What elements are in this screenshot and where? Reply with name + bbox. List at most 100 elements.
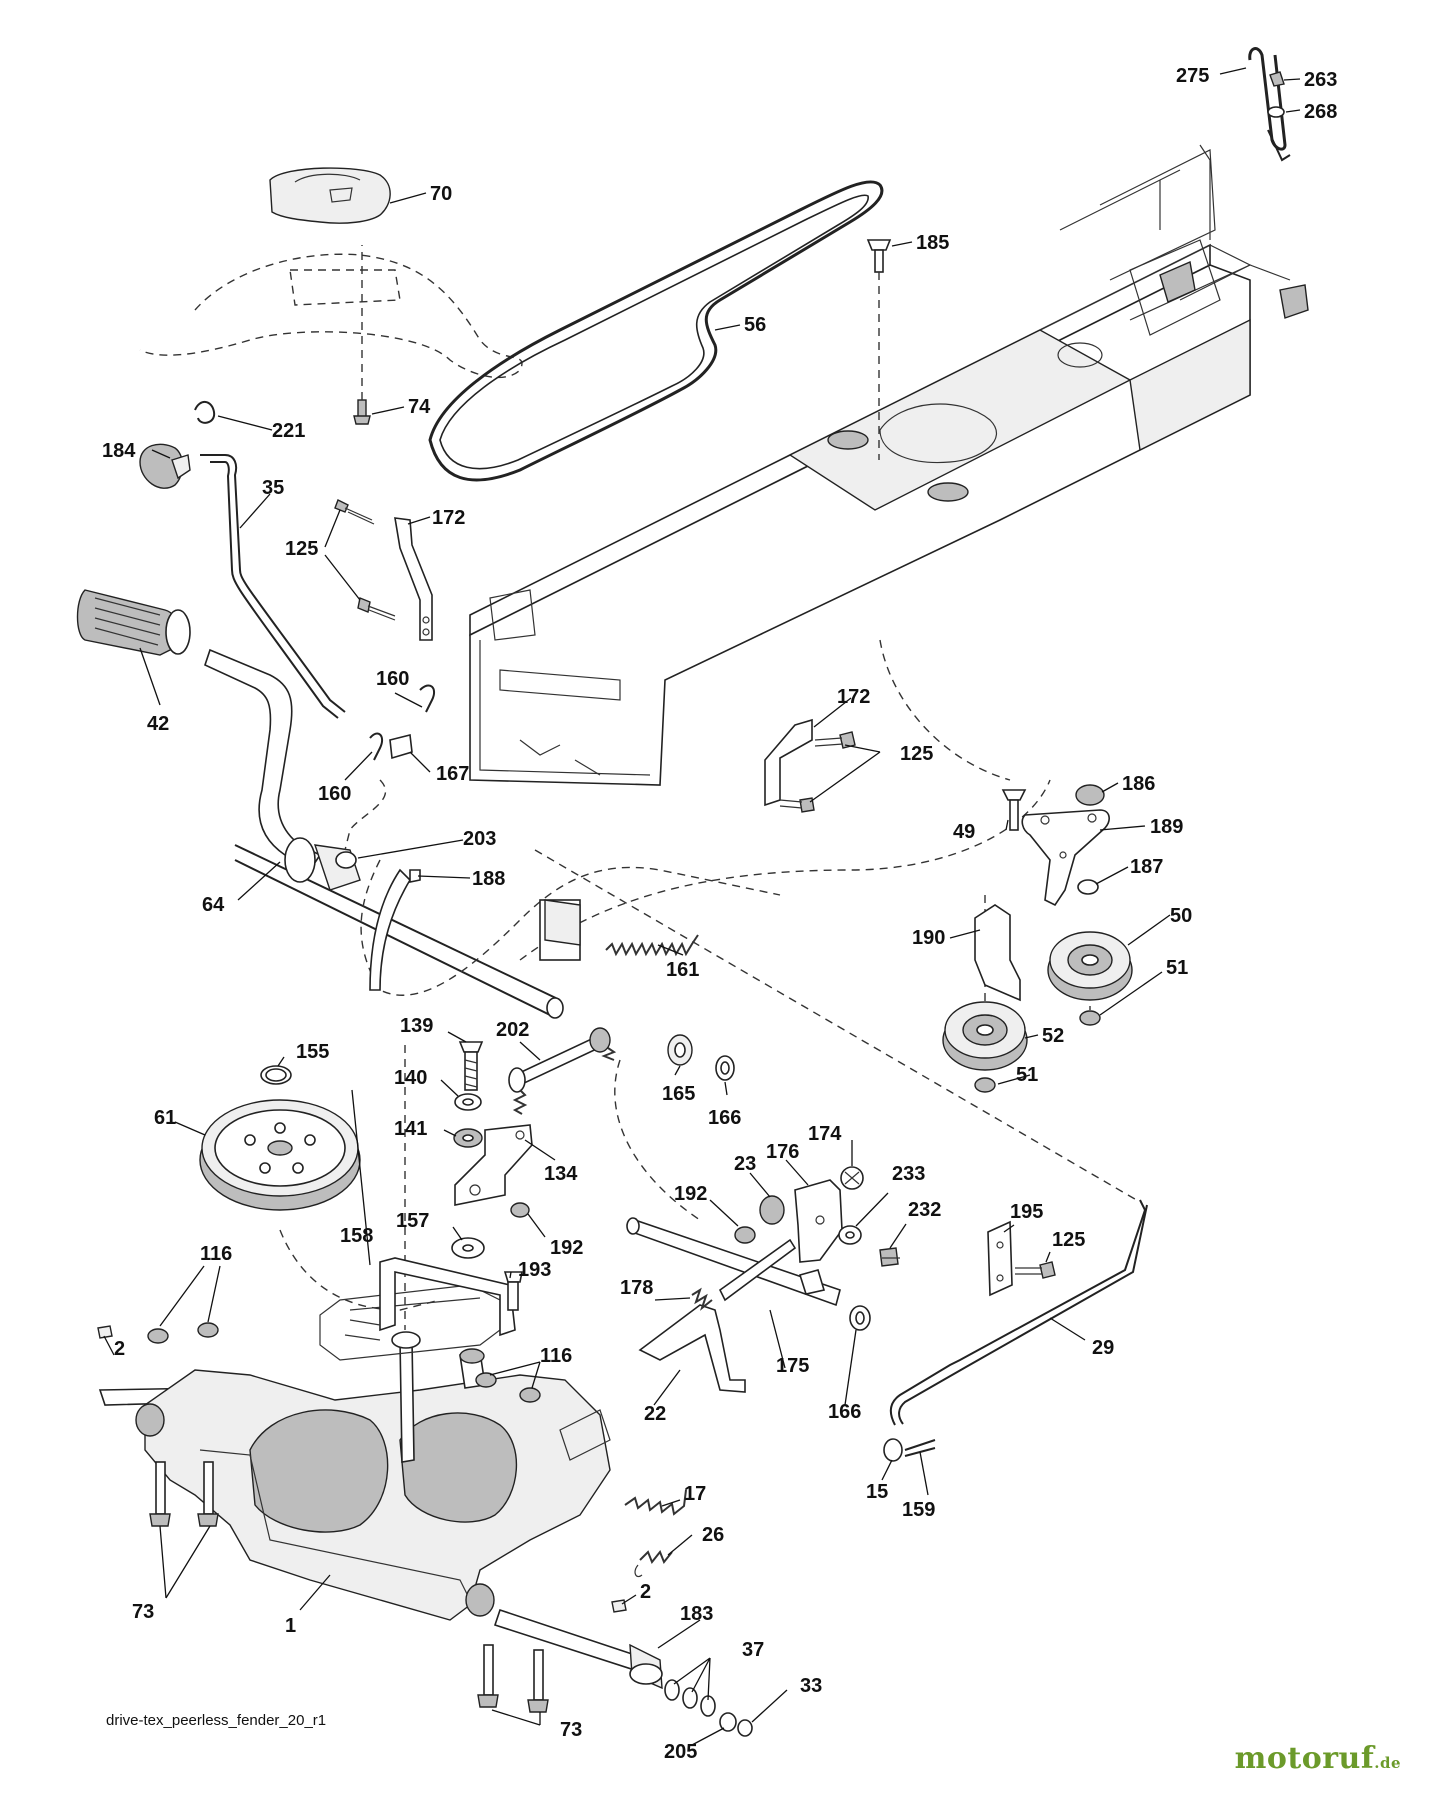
washer-187 (1077, 879, 1099, 895)
spring-17 (624, 1489, 687, 1516)
label-116b: 116 (540, 1345, 572, 1367)
bolt-125-upper-b (357, 597, 396, 621)
label-29: 29 (1092, 1337, 1114, 1359)
bracket-172-lower (764, 718, 813, 807)
washer-157 (451, 1237, 485, 1259)
key-2-left (97, 1325, 113, 1339)
lever-202 (508, 1027, 617, 1115)
label-116a: 116 (200, 1243, 232, 1265)
screw-74 (353, 245, 371, 425)
label-185: 185 (916, 232, 949, 254)
label-189: 189 (1150, 816, 1183, 838)
label-70: 70 (430, 183, 452, 205)
fender-outline (139, 253, 523, 378)
label-64: 64 (202, 894, 225, 916)
label-61: 61 (154, 1107, 176, 1129)
label-192a: 192 (674, 1183, 707, 1205)
idler-arm-189 (1021, 809, 1110, 907)
bolt-49 (1001, 789, 1027, 831)
label-192b: 192 (550, 1237, 583, 1259)
watermark-logo: motoruf.de (1235, 1741, 1401, 1776)
spring-26 (634, 1550, 673, 1578)
washer-140 (454, 1093, 482, 1111)
label-166b: 166 (828, 1401, 861, 1423)
nut-51-upper (1079, 1010, 1101, 1026)
bracket-195 (987, 1220, 1013, 1297)
label-23: 23 (734, 1153, 756, 1175)
pedal-rod-64 (204, 648, 564, 1019)
rod-35 (200, 454, 346, 719)
label-166a: 166 (708, 1107, 741, 1129)
label-2b: 2 (640, 1581, 651, 1603)
washer-33 (737, 1719, 753, 1737)
bolt-232 (879, 1247, 900, 1267)
transaxle-1 (98, 1284, 659, 1679)
label-50: 50 (1170, 905, 1192, 927)
label-51a: 51 (1166, 957, 1188, 979)
label-17: 17 (684, 1483, 706, 1505)
transaxle-pulley-61 (199, 1099, 361, 1211)
label-275: 275 (1176, 65, 1209, 87)
label-15: 15 (866, 1481, 888, 1503)
bolt-125-upper-a (334, 499, 375, 525)
washer-15 (883, 1438, 903, 1462)
label-195: 195 (1010, 1201, 1043, 1223)
bracket-176 (794, 1179, 843, 1263)
label-42: 42 (147, 713, 169, 735)
label-203: 203 (463, 828, 496, 850)
label-35: 35 (262, 477, 284, 499)
label-74: 74 (408, 396, 431, 418)
drive-belt-56 (428, 180, 884, 482)
label-161: 161 (666, 959, 699, 981)
label-155: 155 (296, 1041, 329, 1063)
clip-160-lower (369, 732, 384, 761)
tractor-frame (469, 144, 1309, 786)
label-232: 232 (908, 1199, 941, 1221)
bolt-139 (458, 1041, 484, 1091)
label-172b: 172 (837, 686, 870, 708)
label-188: 188 (472, 868, 505, 890)
label-176: 176 (766, 1141, 799, 1163)
shift-lever-22 (638, 1238, 797, 1393)
spacer-183 (629, 1643, 663, 1690)
washer-37-b (682, 1687, 698, 1709)
label-268: 268 (1304, 101, 1337, 123)
label-167: 167 (436, 763, 469, 785)
label-190: 190 (912, 927, 945, 949)
nut-116-mid-b (519, 1387, 541, 1403)
bolt-125-lower-a (814, 731, 856, 749)
label-165: 165 (662, 1083, 695, 1105)
label-263: 263 (1304, 69, 1337, 91)
bolt-125-rod (1015, 1261, 1056, 1279)
label-37: 37 (742, 1639, 764, 1661)
washer-205 (719, 1712, 737, 1732)
label-125b: 125 (900, 743, 933, 765)
bolt-125-lower-b (779, 797, 815, 813)
washer-37-a (664, 1679, 680, 1701)
label-73b: 73 (560, 1719, 582, 1741)
pulley-50 (1047, 931, 1133, 1001)
label-33: 33 (800, 1675, 822, 1697)
label-158: 158 (340, 1225, 373, 1247)
spring-161 (605, 934, 699, 957)
label-160b: 160 (318, 783, 351, 805)
bolt-73-bottom-a (477, 1644, 499, 1708)
nut-116-left-a (147, 1328, 169, 1344)
nut-192-lower (510, 1202, 530, 1218)
label-160a: 160 (376, 668, 409, 690)
watermark-tld: .de (1374, 1754, 1401, 1772)
nut-116-left-b (197, 1322, 219, 1338)
key-2-right (611, 1599, 627, 1613)
washer-166-lower (849, 1305, 871, 1331)
bolt-73-bottom-b (527, 1649, 549, 1713)
nut-116-mid-a (475, 1372, 497, 1388)
link-167 (389, 734, 413, 760)
pedal-pad-42 (76, 589, 191, 656)
label-183: 183 (680, 1603, 713, 1625)
label-184: 184 (102, 440, 136, 462)
label-157: 157 (396, 1210, 429, 1232)
spacer-203 (335, 851, 357, 869)
clip-160-upper (419, 684, 436, 713)
label-202: 202 (496, 1019, 529, 1041)
bolt-193 (503, 1271, 523, 1311)
